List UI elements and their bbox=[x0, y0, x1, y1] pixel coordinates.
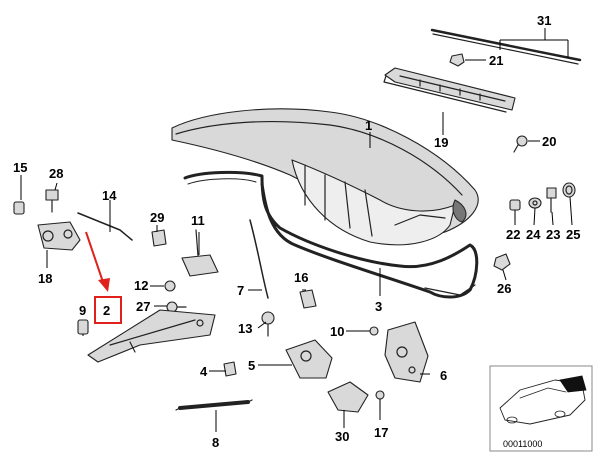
highlight-arrow bbox=[85, 231, 105, 286]
car-silhouette-icon bbox=[499, 375, 587, 425]
washer-24 bbox=[528, 197, 542, 209]
callout-label-5: 5 bbox=[248, 358, 255, 373]
screw-20 bbox=[513, 135, 528, 153]
rod-14 bbox=[77, 212, 133, 241]
callout-label-4: 4 bbox=[200, 364, 208, 379]
grommet-25 bbox=[562, 182, 576, 198]
cover-30 bbox=[327, 381, 369, 413]
callout-label-27: 27 bbox=[136, 299, 150, 314]
callout-label-16: 16 bbox=[294, 270, 308, 285]
cable-7 bbox=[249, 219, 269, 299]
leader-lines bbox=[20, 28, 573, 432]
clip-4 bbox=[223, 361, 237, 377]
latch-18 bbox=[37, 221, 81, 251]
bumper-15 bbox=[13, 201, 25, 215]
bolt-29 bbox=[151, 229, 167, 247]
callout-label-26: 26 bbox=[497, 281, 511, 296]
callout-label-22: 22 bbox=[506, 227, 520, 242]
callout-label-19: 19 bbox=[434, 135, 448, 150]
callout-labels: 1 2 3 4 5 6 7 8 9 10 11 12 13 14 15 16 1… bbox=[13, 13, 580, 450]
clip-21 bbox=[449, 53, 465, 67]
screw-12 bbox=[164, 280, 176, 292]
callout-label-14: 14 bbox=[102, 188, 117, 203]
lock-cylinder-11 bbox=[181, 229, 219, 277]
highlight-callout-2 bbox=[85, 231, 122, 324]
callout-label-21: 21 bbox=[489, 53, 503, 68]
callout-label-30: 30 bbox=[335, 429, 349, 444]
trunk-lid bbox=[171, 108, 479, 246]
bumper-16 bbox=[299, 289, 317, 309]
callout-label-7: 7 bbox=[237, 283, 244, 298]
callout-label-15: 15 bbox=[13, 160, 27, 175]
callout-label-20: 20 bbox=[542, 134, 556, 149]
callout-label-10: 10 bbox=[330, 324, 344, 339]
callout-label-3: 3 bbox=[375, 299, 382, 314]
callout-label-8: 8 bbox=[212, 435, 219, 450]
highlight-box bbox=[94, 296, 122, 324]
bolt-22 bbox=[509, 199, 521, 219]
callout-label-18: 18 bbox=[38, 271, 52, 286]
pad-9 bbox=[77, 319, 89, 335]
highlight-arrowhead bbox=[98, 278, 110, 292]
callout-label-13: 13 bbox=[238, 321, 252, 336]
callout-label-24: 24 bbox=[526, 227, 541, 242]
strut-8 bbox=[175, 399, 253, 411]
callout-label-6: 6 bbox=[440, 368, 447, 383]
latch-6 bbox=[384, 321, 429, 383]
callout-label-12: 12 bbox=[134, 278, 148, 293]
bolt-28 bbox=[45, 189, 59, 213]
callout-label-31: 31 bbox=[537, 13, 551, 28]
bolt-13 bbox=[261, 311, 275, 337]
callout-label-9: 9 bbox=[79, 303, 86, 318]
screw-10 bbox=[369, 326, 379, 336]
callout-label-25: 25 bbox=[566, 227, 580, 242]
callout-label-28: 28 bbox=[49, 166, 63, 181]
callout-label-29: 29 bbox=[150, 210, 164, 225]
screw-17 bbox=[375, 390, 385, 411]
third-brake-light bbox=[383, 67, 516, 113]
vehicle-inset: 00011000 bbox=[489, 365, 593, 452]
callout-label-2: 2 bbox=[103, 303, 110, 318]
callout-label-11: 11 bbox=[191, 213, 205, 228]
stop-26 bbox=[493, 253, 511, 271]
callout-label-1: 1 bbox=[365, 118, 372, 133]
nut-23 bbox=[546, 187, 557, 213]
inset-reference-code: 00011000 bbox=[503, 439, 542, 449]
callout-label-23: 23 bbox=[546, 227, 560, 242]
hinge-2 bbox=[87, 309, 216, 363]
callout-label-17: 17 bbox=[374, 425, 388, 440]
trunk-seal bbox=[183, 170, 479, 299]
trim-strip bbox=[430, 28, 582, 65]
striker-5 bbox=[285, 339, 333, 379]
